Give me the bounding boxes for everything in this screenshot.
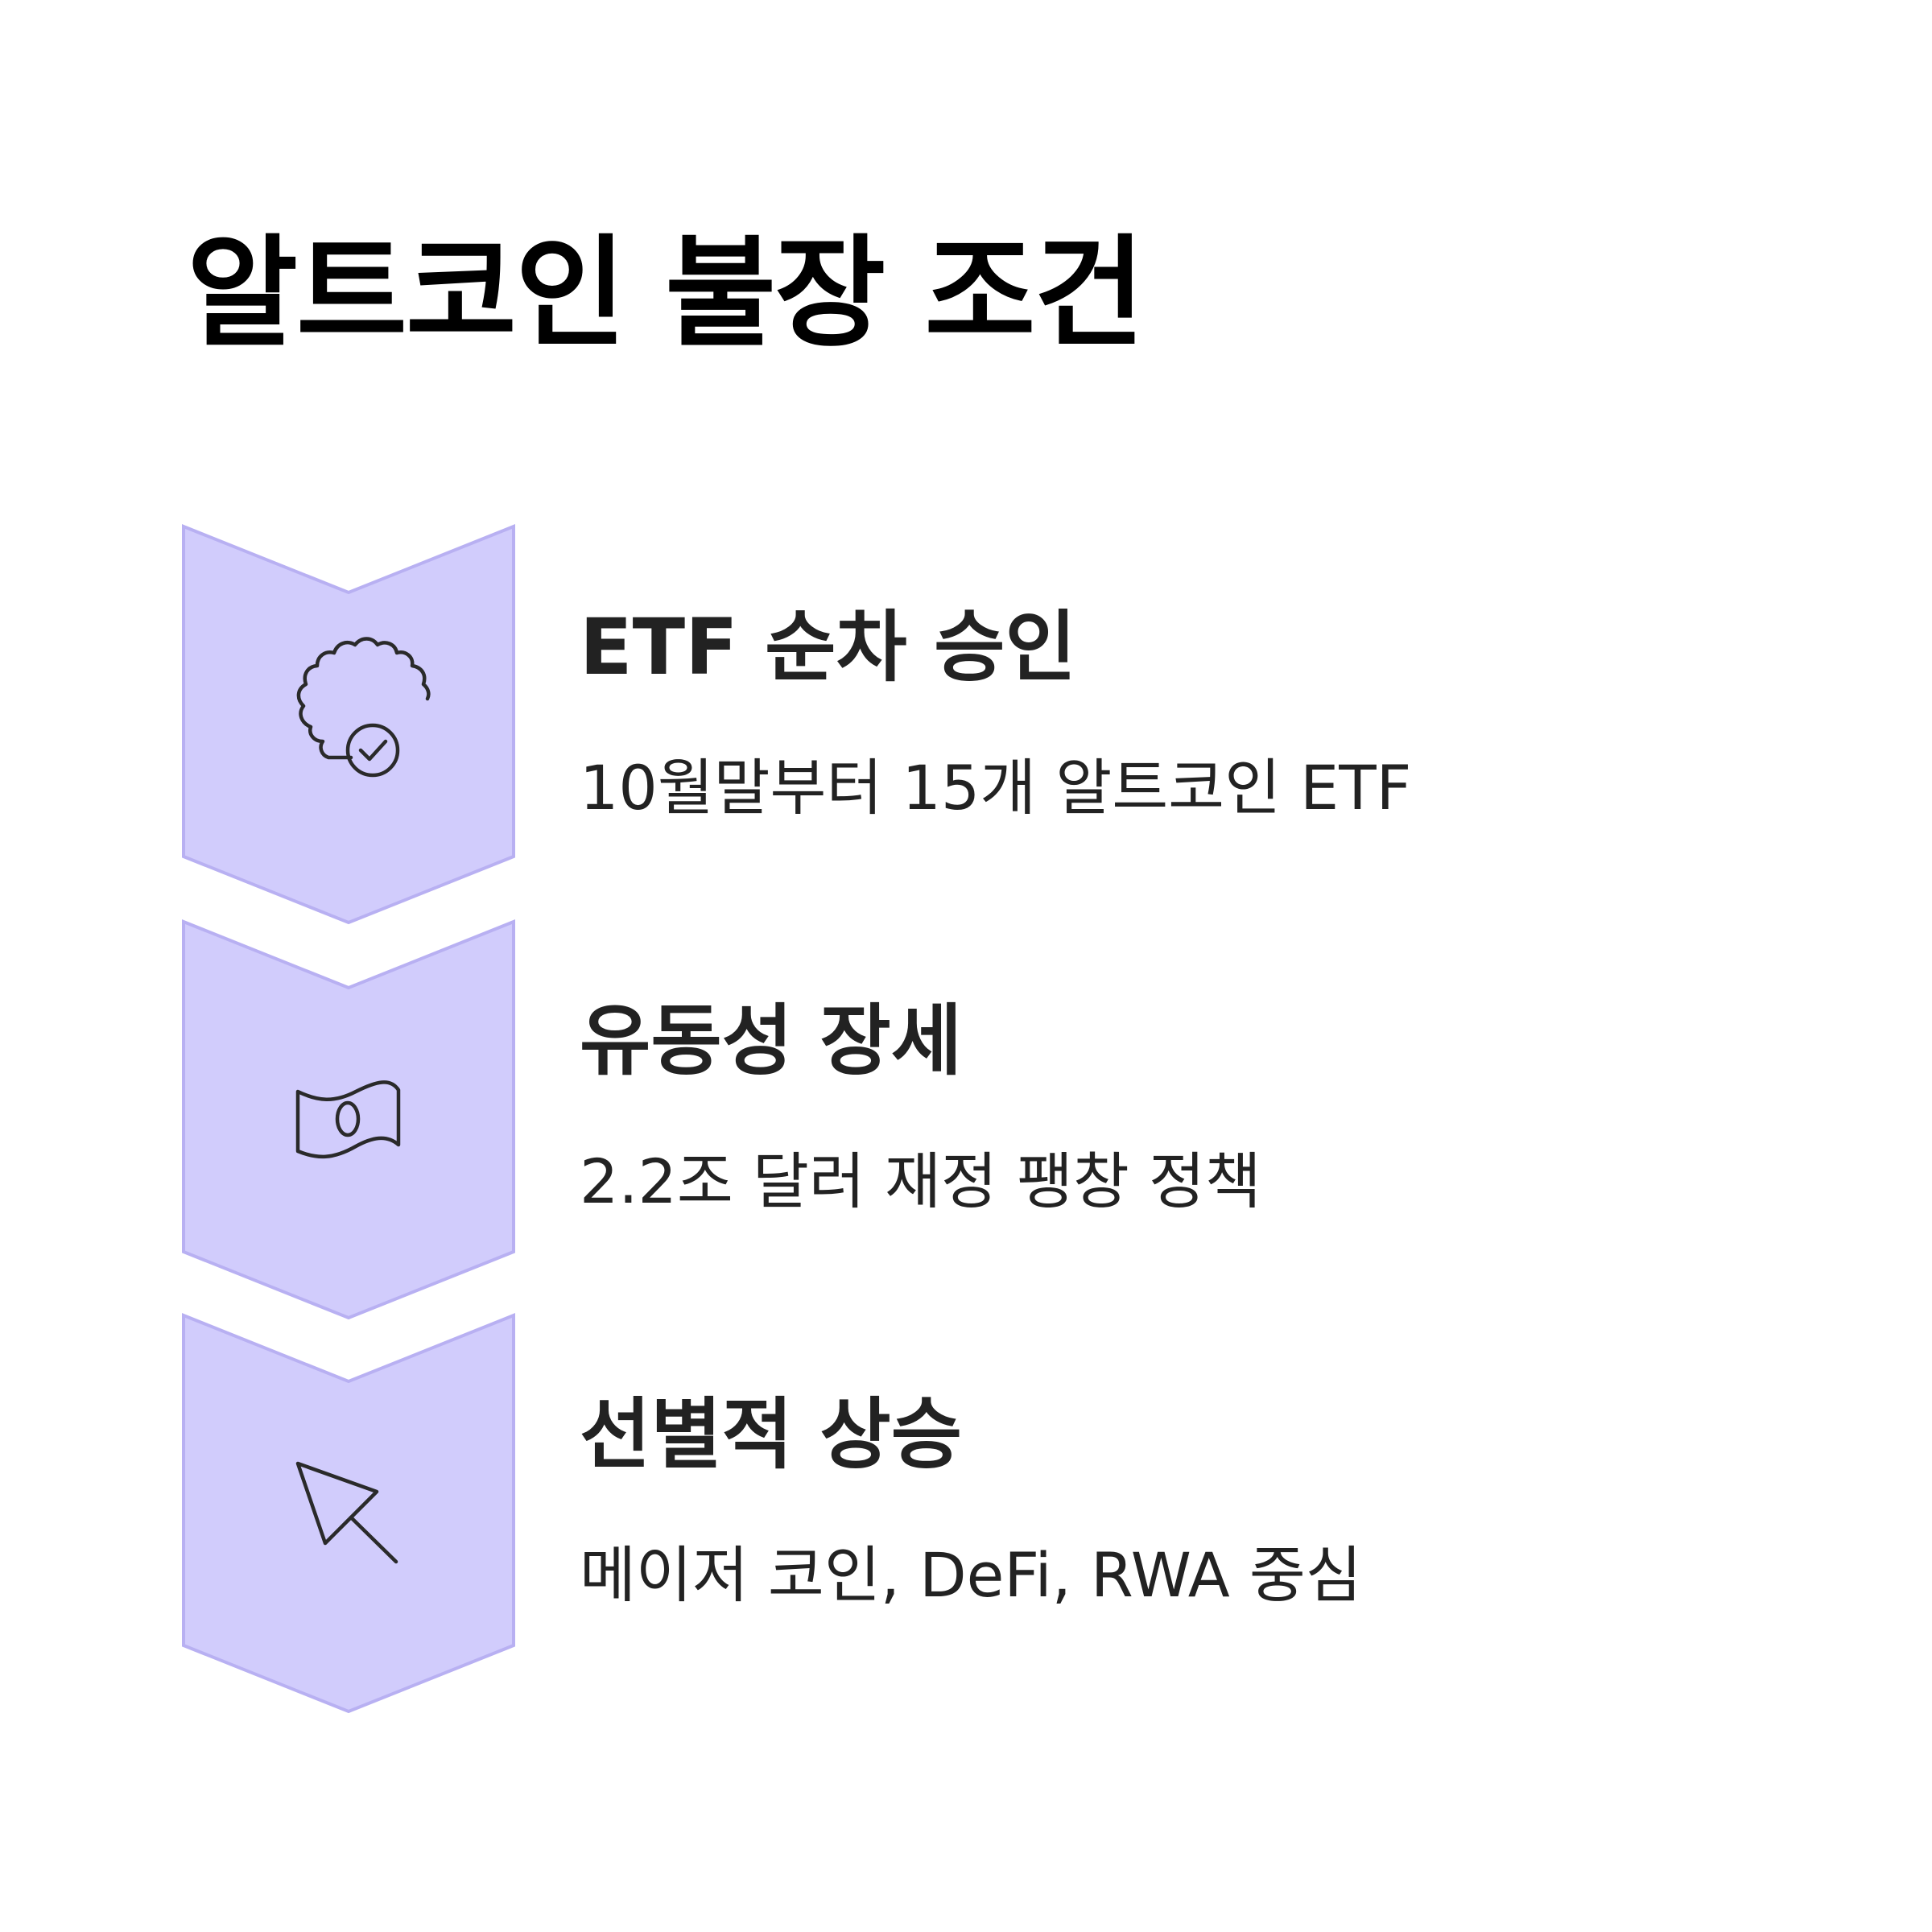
step-1-description: 10월말부터 15개 알트코인 ETF (580, 752, 1412, 824)
step-2-description: 2.2조 달러 재정 팽창 정책 (580, 1146, 1261, 1217)
page-title: 알트코인 불장 조건 (187, 224, 1145, 364)
banknote-icon (295, 1080, 401, 1159)
cursor-arrow-icon (295, 1461, 398, 1564)
step-1-title: ETF 순차 승인 (580, 602, 1076, 692)
step-1-chevron (182, 524, 515, 925)
step-3-description: 메이저 코인, DeFi, RWA 중심 (580, 1539, 1362, 1611)
badge-check-icon (296, 637, 431, 778)
step-3-chevron (182, 1313, 515, 1714)
step-2-title: 유동성 장세 (580, 996, 963, 1086)
step-2-chevron (182, 919, 515, 1320)
step-3-title: 선별적 상승 (580, 1389, 963, 1480)
